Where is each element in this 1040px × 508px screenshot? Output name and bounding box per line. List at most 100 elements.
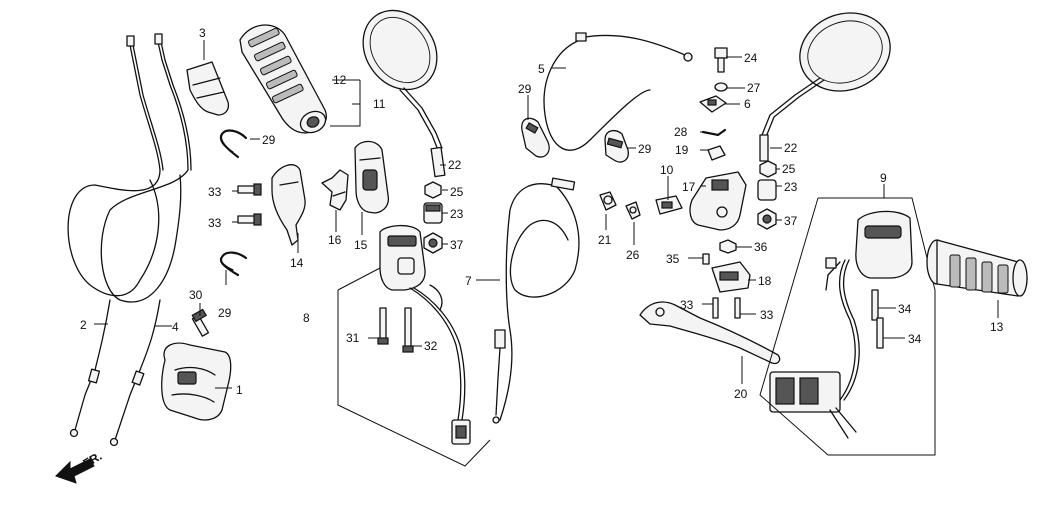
throttle-grip-11-12 [239,24,327,134]
label-37b: 37 [784,214,798,228]
label-11: 11 [373,97,386,111]
screw-31 [377,307,389,345]
label-23a: 23 [450,207,464,221]
clutch-cable-7 [492,177,580,424]
label-24: 24 [744,51,758,65]
label-27: 27 [747,81,761,95]
screw-34b [876,317,884,349]
label-29a: 29 [262,133,276,147]
label-8: 8 [303,311,310,325]
throttle-cable-4 [100,33,192,447]
label-37a: 37 [450,238,464,252]
left-mirror [362,9,446,178]
cable-guide-29-right [604,129,629,163]
label-10: 10 [660,163,674,177]
label-15: 15 [354,238,368,252]
screw-33-d [734,297,741,319]
label-13: 13 [990,320,1004,334]
label-1: 1 [236,383,243,397]
label-6: 6 [744,97,751,111]
label-19: 19 [675,143,689,157]
front-direction-marker: FR. [55,449,104,484]
throttle-cable-2 [67,35,164,438]
nut-37-right [757,208,777,230]
label-22a: 22 [448,158,462,172]
assembly-9-bracket [759,197,936,456]
cap-19 [707,145,726,161]
label-34a: 34 [898,302,912,316]
label-29c: 29 [518,82,532,96]
clip-26 [625,201,641,220]
label-23b: 23 [784,180,798,194]
screw-33-upper [237,183,262,196]
pin-28 [701,128,727,137]
callouts: 1 2 3 4 5 6 7 8 9 10 11 12 13 14 15 16 1… [80,26,1004,401]
label-22b: 22 [784,141,798,155]
label-31: 31 [346,331,360,345]
label-14: 14 [290,256,304,270]
clutch-cable-5 [543,32,693,151]
assembly-8-bracket [337,267,491,467]
label-33d: 33 [760,308,774,322]
label-18: 18 [758,274,772,288]
cable-clip-29-upper [219,129,248,159]
leader-lines [94,40,999,389]
clutch-lever-20 [639,301,781,365]
label-4: 4 [172,320,179,334]
label-20: 20 [734,387,748,401]
nut-36 [719,239,737,254]
bolt-24 [714,47,728,73]
clamp-18 [711,261,751,293]
label-26: 26 [626,248,640,262]
adapter-23-right [757,179,777,201]
label-34b: 34 [908,332,922,346]
bolt-35 [702,253,710,265]
adjuster-21 [599,191,617,211]
throttle-housing-1 [161,342,232,421]
label-7: 7 [465,274,472,288]
label-29d: 29 [638,142,652,156]
left-switch-assembly-8 [379,224,471,445]
label-25b: 25 [782,162,796,176]
label-3: 3 [199,26,206,40]
bracket-16 [321,169,349,211]
screw-33-c [712,297,719,319]
nut-25-left [424,181,442,199]
adapter-23-left [423,202,443,224]
screw-34a [871,289,879,321]
screw-33-lower [237,213,262,226]
label-16: 16 [328,233,342,247]
label-35: 35 [666,252,680,266]
lever-holder-17 [689,171,747,231]
switch-cover-14 [271,164,306,246]
label-32: 32 [424,339,438,353]
cable-clip-29-lower [219,251,248,277]
label-25a: 25 [450,185,464,199]
label-28: 28 [674,125,688,139]
switch-housing-15 [354,140,390,214]
label-2: 2 [80,318,87,332]
cable-guide-29-left [521,117,550,158]
label-9: 9 [880,171,887,185]
washer-27 [714,82,728,92]
label-33b: 33 [208,216,222,230]
grip-13 [926,239,1028,297]
label-12: 12 [333,73,347,87]
label-21: 21 [598,233,612,247]
label-17: 17 [682,180,696,194]
grip-end-cover-3 [186,61,230,116]
screw-30 [191,308,210,337]
switch-10 [655,195,683,215]
label-30: 30 [189,288,203,302]
label-5: 5 [538,62,545,76]
label-29b: 29 [218,306,232,320]
label-36: 36 [754,240,768,254]
pivot-6 [699,95,727,113]
screw-32 [402,307,414,353]
nut-37-left [423,232,443,254]
nut-25-right [759,160,777,178]
label-33c: 33 [680,298,694,312]
right-switch-assembly-9 [769,210,913,439]
right-mirror [759,12,891,162]
